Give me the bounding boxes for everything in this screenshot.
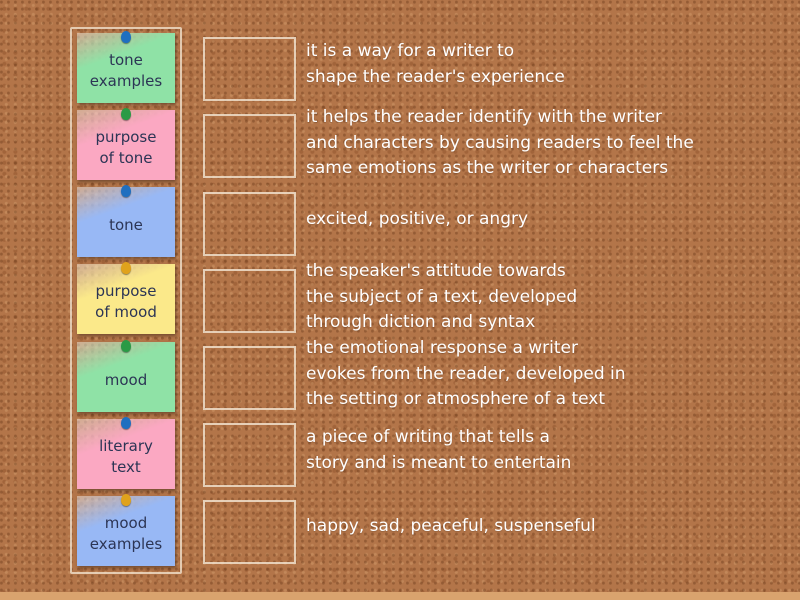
board-frame-bottom	[0, 592, 800, 600]
draggable-card[interactable]: literary text	[77, 417, 175, 489]
card-label: literary text	[99, 437, 153, 476]
drop-slot[interactable]	[203, 269, 296, 333]
drop-slot[interactable]	[203, 346, 296, 410]
draggable-card[interactable]: purpose of tone	[77, 108, 175, 180]
draggable-card[interactable]: tone examples	[77, 31, 175, 103]
draggable-card[interactable]: tone	[77, 185, 175, 257]
pushpin-icon	[121, 185, 131, 197]
definition-text: the emotional response a writer evokes f…	[306, 338, 626, 409]
draggable-card[interactable]: mood	[77, 340, 175, 412]
definition-text: the speaker's attitude towards the subje…	[306, 261, 578, 332]
pushpin-icon	[121, 31, 131, 43]
drop-slot[interactable]	[203, 423, 296, 487]
pushpin-icon	[121, 494, 131, 506]
drop-slot[interactable]	[203, 192, 296, 256]
definition-text: happy, sad, peaceful, suspenseful	[306, 516, 596, 536]
card-label: purpose of mood	[95, 282, 157, 321]
card-label: mood	[104, 370, 148, 389]
definition-text: it is a way for a writer to shape the re…	[306, 41, 565, 87]
drop-slot[interactable]	[203, 500, 296, 564]
definition-text: it helps the reader identify with the wr…	[306, 107, 694, 178]
pushpin-icon	[121, 108, 131, 120]
card-label: tone examples	[89, 51, 163, 90]
definition-text: a piece of writing that tells a story an…	[306, 427, 572, 473]
pushpin-icon	[121, 340, 131, 352]
draggable-card[interactable]: mood examples	[77, 494, 175, 566]
card-label: purpose of tone	[95, 128, 157, 167]
pushpin-icon	[121, 262, 131, 274]
definition-text: excited, positive, or angry	[306, 209, 529, 229]
pushpin-icon	[121, 417, 131, 429]
drop-slot[interactable]	[203, 114, 296, 178]
card-label: mood examples	[89, 514, 163, 553]
card-label: tone	[109, 215, 143, 234]
drop-slot[interactable]	[203, 37, 296, 101]
draggable-card[interactable]: purpose of mood	[77, 262, 175, 334]
card-tray	[70, 27, 182, 574]
